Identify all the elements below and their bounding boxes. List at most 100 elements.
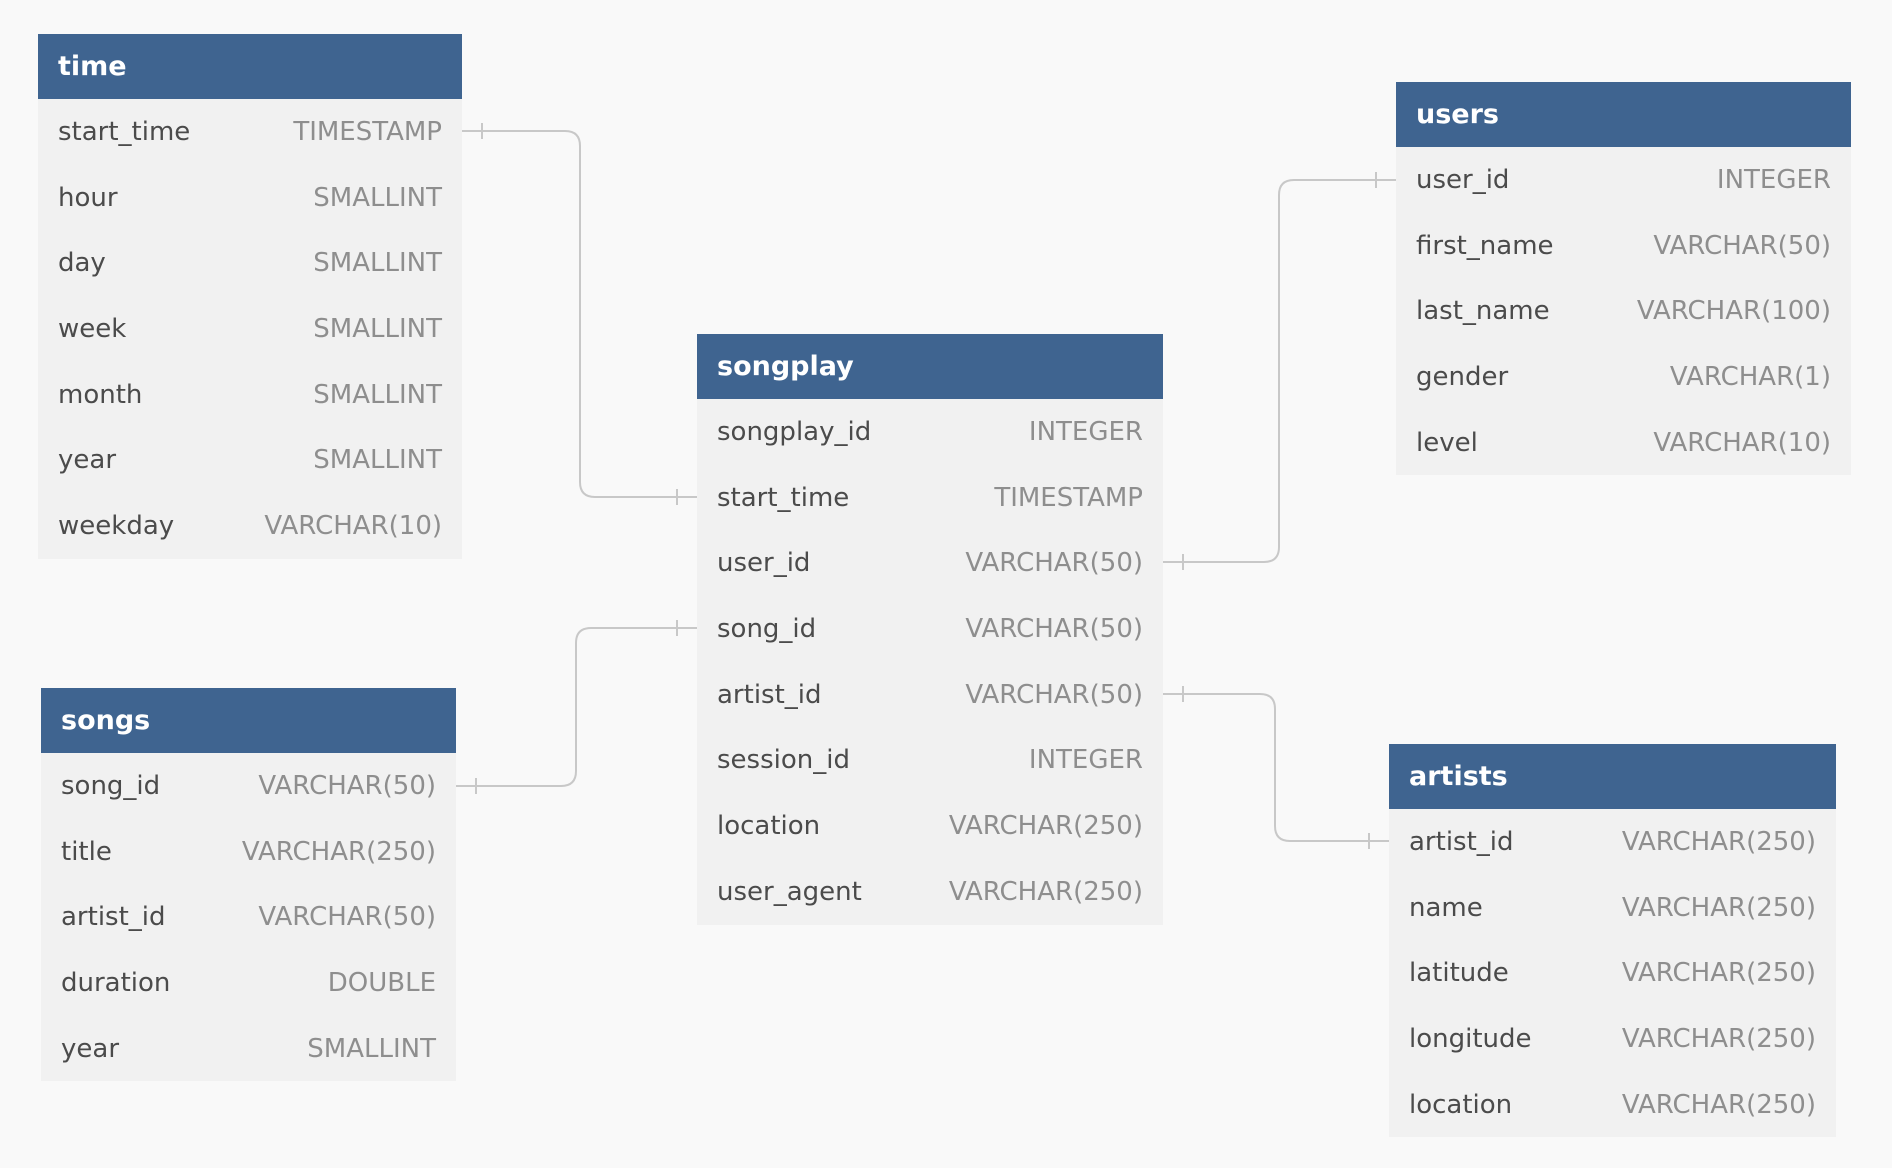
table-users[interactable]: users user_id INTEGER first_name VARCHAR… xyxy=(1396,82,1851,476)
table-row[interactable]: week SMALLINT xyxy=(38,296,462,362)
column-name: week xyxy=(58,313,127,344)
table-row[interactable]: session_id INTEGER xyxy=(697,727,1163,793)
table-row[interactable]: user_id VARCHAR(50) xyxy=(697,530,1163,596)
column-type: VARCHAR(100) xyxy=(1636,296,1831,327)
column-name: weekday xyxy=(58,510,175,541)
column-name: latitude xyxy=(1409,958,1509,989)
table-row[interactable]: user_id INTEGER xyxy=(1396,147,1851,213)
table-row[interactable]: songplay_id INTEGER xyxy=(697,399,1163,465)
column-name: user_id xyxy=(1416,164,1510,195)
column-type: VARCHAR(250) xyxy=(948,876,1143,907)
column-type: VARCHAR(250) xyxy=(948,810,1143,841)
table-row[interactable]: artist_id VARCHAR(50) xyxy=(697,662,1163,728)
table-row[interactable]: start_time TIMESTAMP xyxy=(38,99,462,165)
table-artists[interactable]: artists artist_id VARCHAR(250) name VARC… xyxy=(1389,744,1836,1138)
table-row[interactable]: song_id VARCHAR(50) xyxy=(697,596,1163,662)
column-type: SMALLINT xyxy=(313,248,442,279)
table-row[interactable]: latitude VARCHAR(250) xyxy=(1389,940,1836,1006)
column-name: user_agent xyxy=(717,876,862,907)
column-name: longitude xyxy=(1409,1023,1532,1054)
table-header[interactable]: artists xyxy=(1389,744,1836,809)
relation-songplay-users xyxy=(1163,179,1396,563)
column-name: year xyxy=(58,445,117,476)
table-header[interactable]: users xyxy=(1396,82,1851,147)
table-row[interactable]: title VARCHAR(250) xyxy=(41,819,456,885)
column-type: VARCHAR(50) xyxy=(965,548,1143,579)
column-name: year xyxy=(61,1033,120,1064)
column-name: session_id xyxy=(717,745,850,776)
column-type: INTEGER xyxy=(1028,745,1143,776)
column-type: SMALLINT xyxy=(313,445,442,476)
column-type: TIMESTAMP xyxy=(994,482,1143,513)
column-type: SMALLINT xyxy=(313,313,442,344)
column-type: DOUBLE xyxy=(327,967,436,998)
column-type: VARCHAR(250) xyxy=(1621,826,1816,857)
column-name: last_name xyxy=(1416,296,1550,327)
table-row[interactable]: location VARCHAR(250) xyxy=(697,793,1163,859)
column-type: VARCHAR(250) xyxy=(1621,958,1816,989)
table-row[interactable]: location VARCHAR(250) xyxy=(1389,1072,1836,1138)
column-name: gender xyxy=(1416,361,1509,392)
table-row[interactable]: name VARCHAR(250) xyxy=(1389,875,1836,941)
table-header[interactable]: songs xyxy=(41,688,456,753)
column-name: level xyxy=(1416,427,1478,458)
column-name: start_time xyxy=(58,116,191,147)
column-name: location xyxy=(717,810,821,841)
table-row[interactable]: longitude VARCHAR(250) xyxy=(1389,1006,1836,1072)
column-name: duration xyxy=(61,967,171,998)
table-row[interactable]: artist_id VARCHAR(50) xyxy=(41,884,456,950)
column-name: song_id xyxy=(61,770,161,801)
column-name: user_id xyxy=(717,548,811,579)
column-name: name xyxy=(1409,892,1483,923)
table-songs[interactable]: songs song_id VARCHAR(50) title VARCHAR(… xyxy=(41,688,456,1082)
relation-time-songplay xyxy=(462,130,697,498)
table-header[interactable]: songplay xyxy=(697,334,1163,399)
table-row[interactable]: song_id VARCHAR(50) xyxy=(41,753,456,819)
column-name: start_time xyxy=(717,482,850,513)
table-row[interactable]: month SMALLINT xyxy=(38,362,462,428)
relation-songs-songplay xyxy=(456,627,697,787)
column-type: VARCHAR(10) xyxy=(264,510,442,541)
column-name: location xyxy=(1409,1089,1513,1120)
table-row[interactable]: duration DOUBLE xyxy=(41,950,456,1016)
relation-songplay-artists xyxy=(1163,693,1389,842)
column-type: SMALLINT xyxy=(307,1033,436,1064)
table-header[interactable]: time xyxy=(38,34,462,99)
column-type: VARCHAR(50) xyxy=(965,679,1143,710)
table-songplay[interactable]: songplay songplay_id INTEGER start_time … xyxy=(697,334,1163,925)
column-type: VARCHAR(50) xyxy=(965,613,1143,644)
column-type: VARCHAR(250) xyxy=(1621,1023,1816,1054)
column-name: day xyxy=(58,248,106,279)
column-type: SMALLINT xyxy=(313,182,442,213)
column-type: VARCHAR(250) xyxy=(1621,1089,1816,1120)
table-row[interactable]: year SMALLINT xyxy=(38,427,462,493)
table-time[interactable]: time start_time TIMESTAMP hour SMALLINT … xyxy=(38,34,462,559)
table-row[interactable]: first_name VARCHAR(50) xyxy=(1396,213,1851,279)
column-type: INTEGER xyxy=(1716,164,1831,195)
column-type: VARCHAR(50) xyxy=(258,770,436,801)
table-row[interactable]: last_name VARCHAR(100) xyxy=(1396,278,1851,344)
column-name: month xyxy=(58,379,143,410)
table-row[interactable]: year SMALLINT xyxy=(41,1016,456,1082)
table-row[interactable]: artist_id VARCHAR(250) xyxy=(1389,809,1836,875)
table-row[interactable]: start_time TIMESTAMP xyxy=(697,465,1163,531)
column-type: INTEGER xyxy=(1028,416,1143,447)
column-type: VARCHAR(50) xyxy=(1653,230,1831,261)
column-type: VARCHAR(250) xyxy=(1621,892,1816,923)
table-row[interactable]: weekday VARCHAR(10) xyxy=(38,493,462,559)
table-row[interactable]: day SMALLINT xyxy=(38,230,462,296)
column-name: artist_id xyxy=(61,902,166,933)
table-row[interactable]: gender VARCHAR(1) xyxy=(1396,344,1851,410)
column-type: TIMESTAMP xyxy=(293,116,442,147)
table-row[interactable]: user_agent VARCHAR(250) xyxy=(697,859,1163,925)
column-type: VARCHAR(250) xyxy=(241,836,436,867)
column-name: song_id xyxy=(717,613,817,644)
column-type: VARCHAR(1) xyxy=(1669,361,1831,392)
table-row[interactable]: level VARCHAR(10) xyxy=(1396,410,1851,476)
table-row[interactable]: hour SMALLINT xyxy=(38,165,462,231)
column-type: SMALLINT xyxy=(313,379,442,410)
column-type: VARCHAR(10) xyxy=(1653,427,1831,458)
column-name: title xyxy=(61,836,112,867)
column-name: songplay_id xyxy=(717,416,872,447)
